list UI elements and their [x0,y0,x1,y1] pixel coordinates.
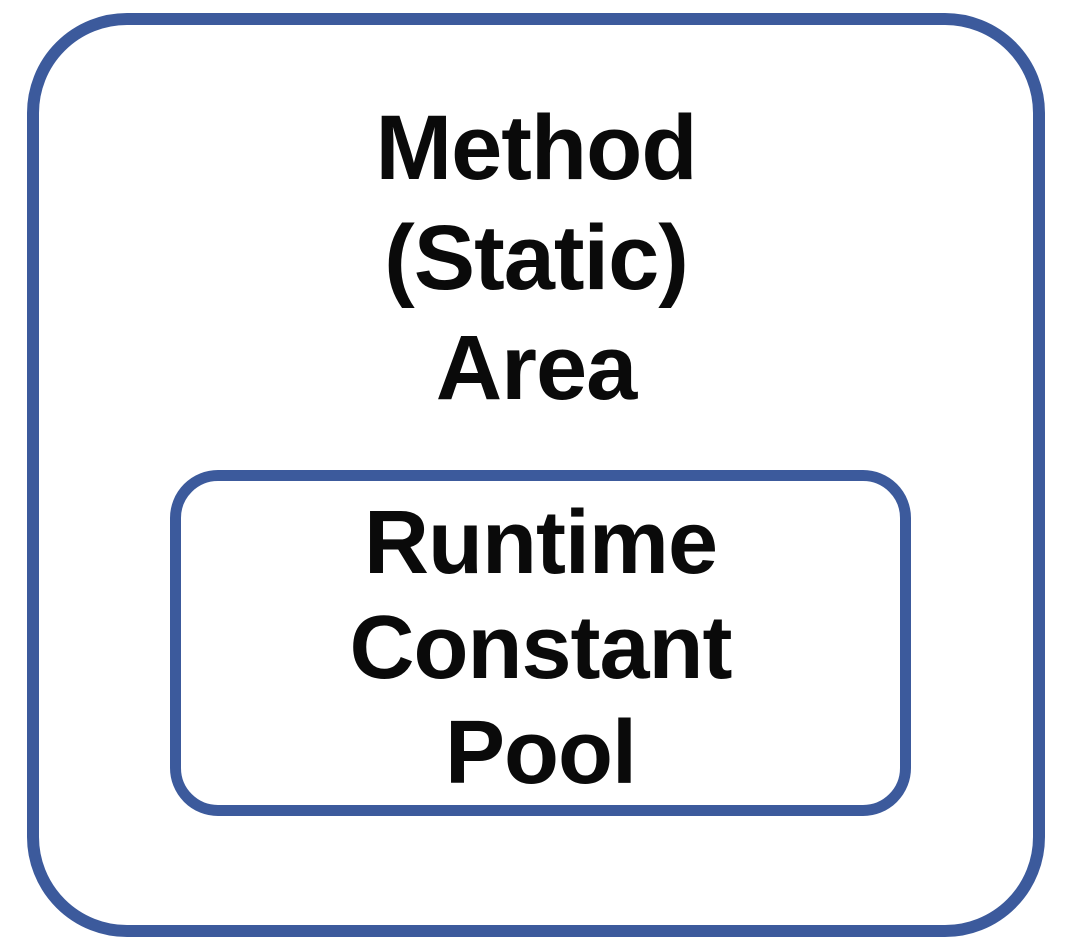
runtime-constant-pool-label-line-3: Pool [445,703,637,803]
runtime-constant-pool-label-line-2: Constant [349,598,733,698]
method-static-area-label-line-2: (Static) [384,207,689,309]
method-static-area-label-line-1: Method [375,97,697,199]
method-static-area-label: Method (Static) Area [39,93,1033,423]
method-static-area-label-line-3: Area [435,317,638,419]
runtime-constant-pool-box: Runtime Constant Pool [170,470,911,816]
runtime-constant-pool-label: Runtime Constant Pool [181,491,900,806]
method-static-area-box: Method (Static) Area Runtime Constant Po… [27,13,1045,937]
runtime-constant-pool-label-line-1: Runtime [364,493,718,593]
